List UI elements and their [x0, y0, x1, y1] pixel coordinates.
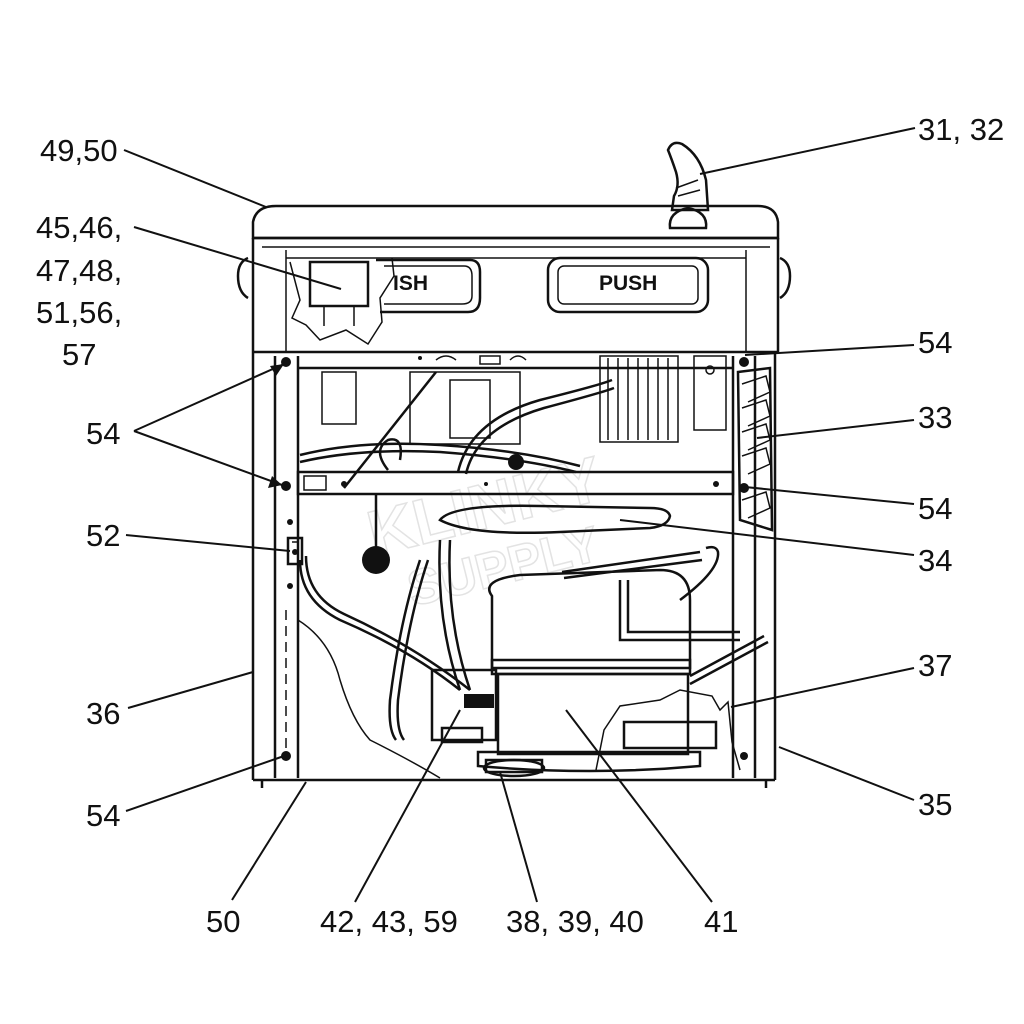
relay-box [430, 668, 498, 744]
callout-41: 41 [704, 904, 738, 939]
callout-33: 33 [918, 400, 952, 435]
callout-54-mid-right: 54 [918, 491, 952, 526]
lower-cabinet [251, 352, 777, 788]
tubing [298, 371, 769, 741]
callout-45-line3: 51,56, [36, 295, 122, 330]
callout-34: 34 [918, 543, 952, 578]
base-grommet [482, 758, 546, 778]
top-cover [236, 204, 792, 300]
leader-lines [123, 127, 916, 903]
compressor [476, 568, 702, 773]
left-button-label: ISH [393, 272, 428, 295]
bubbler [666, 141, 710, 230]
callout-37: 37 [918, 648, 952, 683]
callout-38-39-40: 38, 39, 40 [506, 904, 644, 939]
callout-45-line2: 47,48, [36, 253, 122, 288]
callout-45-line4: 57 [62, 337, 96, 372]
callout-52: 52 [86, 518, 120, 553]
callout-36: 36 [86, 696, 120, 731]
callout-49-50: 49,50 [40, 133, 118, 168]
callout-50: 50 [206, 904, 240, 939]
label-plate-cutaway [595, 689, 741, 771]
callout-54-top-right: 54 [918, 325, 952, 360]
right-button-label: PUSH [599, 272, 657, 295]
callout-42-43-59: 42, 43, 59 [320, 904, 458, 939]
callout-31-32: 31, 32 [918, 112, 1004, 147]
push-button-right: PUSH [546, 256, 710, 314]
drain-trap [362, 454, 524, 574]
cooling-tank [438, 504, 672, 535]
callout-labels: 49,50 45,46, 47,48, 51,56, 57 54 52 36 5… [36, 112, 1004, 939]
push-button-left: ISH [376, 258, 482, 314]
callout-54-left: 54 [86, 416, 120, 451]
valve-cutaway [289, 257, 395, 346]
callout-35: 35 [918, 787, 952, 822]
screws [281, 357, 749, 761]
arrowheads [268, 364, 284, 488]
upper-internals [321, 355, 727, 445]
callout-45-line1: 45,46, [36, 210, 122, 245]
louver-panel [736, 366, 774, 532]
bottom-left-cutaway [297, 619, 441, 779]
callout-54-bottom: 54 [86, 798, 120, 833]
